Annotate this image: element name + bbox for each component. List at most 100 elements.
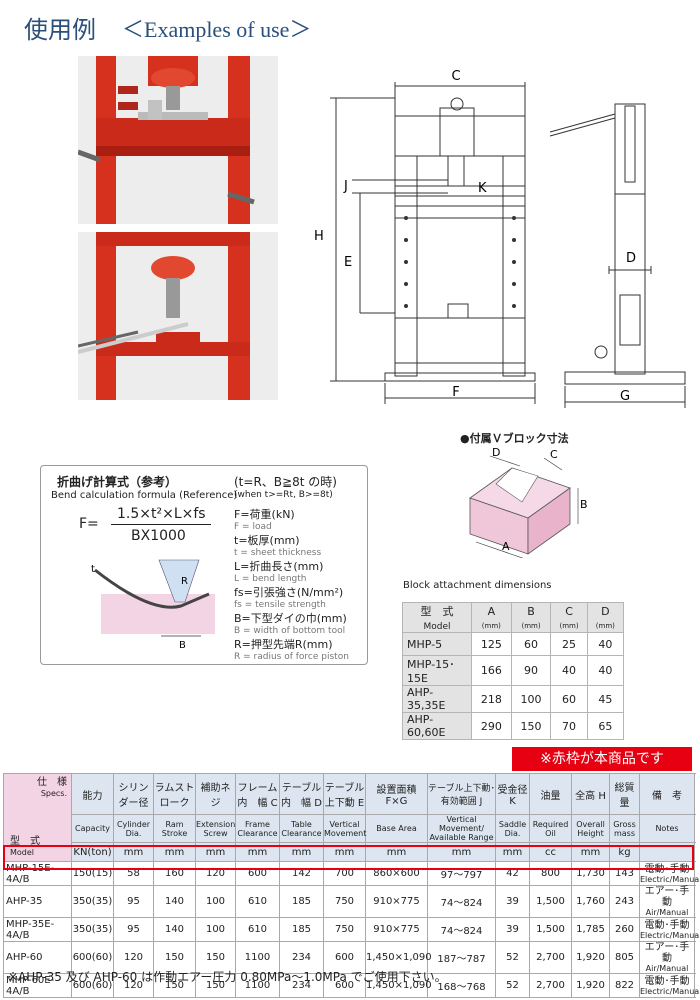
spec-subheader: Required Oil	[529, 814, 572, 843]
def-f-en: F = load	[234, 522, 272, 532]
dim-label-h: H	[314, 229, 324, 244]
sketch-label-t: t	[91, 564, 95, 575]
spec-subheader: Frame Clearance	[235, 814, 280, 843]
spec-unit	[639, 842, 695, 862]
def-t-en: t = sheet thickness	[234, 548, 322, 558]
def-r-jp: R=押型先端R(mm)	[234, 638, 333, 651]
vblock-drawing: D C B A	[460, 446, 590, 563]
spec-subheader: Table Clearance	[279, 814, 324, 843]
vblock-header-c: C(mm)	[550, 602, 588, 633]
spec-unit: mm	[571, 842, 610, 862]
dim-label-j: J	[343, 179, 348, 194]
formula-numerator: 1.5×t²×L×fs	[117, 506, 206, 522]
spec-subheader: Cylinder Dia.	[113, 814, 154, 843]
def-b-jp: B=下型ダイの巾(mm)	[234, 612, 347, 625]
spec-header-height: 全高 H	[571, 773, 610, 815]
spec-header-oil: 油量	[529, 773, 572, 815]
vblock-label-b: B	[580, 498, 588, 511]
page-subtitle: ＜Examples of use＞	[122, 17, 312, 42]
formula-f-label: F=	[79, 516, 99, 532]
bend-sketch: t R B	[81, 554, 221, 654]
vblock-caption: Block attachment dimensions	[403, 580, 552, 591]
sketch-label-b: B	[179, 640, 186, 651]
highlight-frame	[3, 845, 694, 870]
spec-subheader: Vertical Movement/ Available Range	[427, 814, 496, 843]
spec-unit: mm	[427, 842, 496, 862]
spec-subheader: Ram Stroke	[153, 814, 196, 843]
formula-condition-en: (when t>=Rt, B>=8t)	[234, 490, 333, 500]
def-f-jp: F=荷重(kN)	[234, 508, 295, 521]
spec-unit: mm	[195, 842, 236, 862]
vblock-title: ●付属Ｖブロック寸法	[460, 432, 569, 445]
formula-denominator: BX1000	[131, 528, 186, 544]
spec-subheader: Base Area	[365, 814, 428, 843]
spec-unit: mm	[495, 842, 530, 862]
spec-subheader: Notes	[639, 814, 695, 843]
dim-label-g: G	[620, 389, 630, 404]
def-l-en: L = bend length	[234, 574, 307, 584]
spec-header-vertical-movement: テーブル上下動 E	[323, 773, 366, 815]
spec-unit: cc	[529, 842, 572, 862]
footnote: ※AHP-35 及び AHP-60 は作動エアー圧力 0.80MPa～1.0MP…	[8, 970, 447, 984]
vblock-header-d: D(mm)	[586, 602, 625, 633]
this-product-badge: ※赤枠が本商品です	[512, 747, 692, 771]
spec-header-base-area: 設置面積 F×G	[365, 773, 428, 815]
dim-label-k: K	[478, 181, 487, 196]
vblock-label-a: A	[502, 540, 510, 553]
spec-subheader: Gross mass	[609, 814, 640, 843]
dim-label-e: E	[344, 255, 352, 270]
formula-condition-jp: (t=R、B≧8t の時)	[234, 475, 337, 489]
formula-title-en: Bend calculation formula (Reference)	[51, 490, 238, 501]
dim-label-f: F	[452, 385, 459, 400]
bend-formula-box: 折曲げ計算式（参考） Bend calculation formula (Ref…	[40, 465, 368, 665]
spec-unit: mm	[153, 842, 196, 862]
spec-subheader: Overall Height	[571, 814, 610, 843]
spec-header-saddle: 受金径 K	[495, 773, 530, 815]
spec-header-notes: 備 考	[639, 773, 695, 815]
vblock-header-a: A(mm)	[471, 602, 512, 633]
vblock-header-b: B(mm)	[510, 602, 552, 633]
dim-label-d: D	[626, 251, 636, 266]
spec-unit: mm	[113, 842, 154, 862]
front-view-drawing: C H J K E F	[300, 68, 540, 408]
spec-header-table-clearance: テーブル内 幅 D	[279, 773, 324, 815]
def-r-en: R = radius of force piston	[234, 652, 349, 662]
fraction-line	[111, 524, 211, 525]
def-fs-jp: fs=引張強さ(N/mm²)	[234, 586, 344, 599]
usage-photo-2	[78, 232, 278, 400]
usage-photo-1	[78, 56, 278, 224]
spec-header-cylinder: シリンダー径	[113, 773, 154, 815]
spec-header-frame-clearance: フレーム内 幅 C	[235, 773, 280, 815]
spec-subheader: Saddle Dia.	[495, 814, 530, 843]
spec-header-mass: 総質量	[609, 773, 640, 815]
spec-header-ram-stroke: ラムストローク	[153, 773, 196, 815]
spec-header-available-range: テーブル上下動･有効範囲 J	[427, 773, 496, 815]
formula-title-jp: 折曲げ計算式（参考）	[57, 475, 178, 489]
dim-label-c: C	[451, 69, 460, 84]
def-t-jp: t=板厚(mm)	[234, 534, 300, 547]
vblock-label-d: D	[492, 446, 500, 459]
spec-subheader: Vertical Movement	[323, 814, 366, 843]
spec-header-extension-screw: 補助ネジ	[195, 773, 236, 815]
def-fs-en: fs = tensile strength	[234, 600, 326, 610]
def-l-jp: L=折曲長さ(mm)	[234, 560, 324, 573]
page-title: 使用例	[24, 16, 96, 44]
side-view-drawing: D G	[545, 90, 695, 410]
sketch-label-r: R	[181, 576, 188, 587]
spec-unit: mm	[365, 842, 428, 862]
vblock-label-c: C	[550, 448, 558, 461]
formula-definitions: F=荷重(kN) F = load t=板厚(mm) t = sheet thi…	[234, 506, 364, 662]
spec-unit: kg	[609, 842, 640, 862]
def-b-en: B = width of bottom tool	[234, 626, 346, 636]
